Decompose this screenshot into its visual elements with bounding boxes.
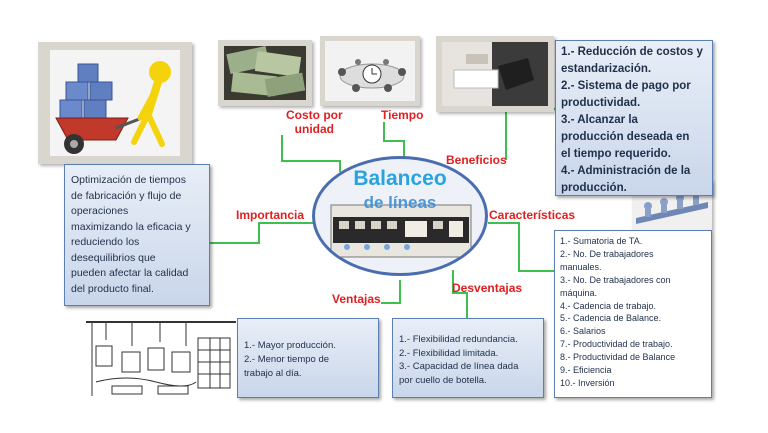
caracteristica-line: 3.- No. De trabajadores con	[560, 274, 671, 285]
caracteristica-line: máquina.	[560, 287, 598, 298]
importancia-line: maximizando la eficacia y	[71, 220, 191, 233]
line-sketch-illustration	[86, 321, 236, 396]
beneficio-line: el tiempo requerido.	[561, 148, 671, 160]
desventajas-box: 1.- Flexibilidad redundancia. 2.- Flexib…	[392, 318, 544, 398]
costo-line1: Costo por	[286, 108, 343, 122]
beneficio-line: 1.- Reducción de costos y	[561, 46, 703, 58]
caracteristicas-box: 1.- Sumatoria de TA. 2.- No. De trabajad…	[554, 230, 712, 398]
desventaja-line: 2.- Flexibilidad limitada.	[399, 347, 499, 359]
beneficio-line: 2.- Sistema de pago por	[561, 80, 691, 92]
importancia-line: pueden afectar la calidad	[71, 267, 189, 279]
importancia-line: operaciones	[71, 205, 129, 217]
branch-label-caracteristicas: Características	[489, 208, 576, 222]
beneficio-line: 4.- Administración de la	[561, 165, 691, 177]
time-meeting-image	[320, 36, 420, 106]
production-sketch-image	[86, 316, 236, 400]
business-image	[436, 36, 554, 112]
caracteristica-line: 6.- Salarios	[560, 326, 606, 337]
caracteristica-line: 2.- No. De trabajadores	[560, 248, 654, 259]
branch-label-ventajas: Ventajas	[332, 292, 381, 306]
branch-label-desventajas: Desventajas	[452, 281, 523, 295]
branch-label-tiempo: Tiempo	[381, 108, 424, 122]
caracteristica-line: 4.- Cadencia de trabajo.	[560, 300, 657, 311]
production-line-diagram	[330, 204, 472, 258]
importancia-line: Optimización de tiempos	[71, 174, 186, 186]
ventajas-box: 1.- Mayor producción. 2.- Menor tiempo d…	[237, 318, 379, 398]
caracteristica-line: 9.- Eficiencia	[560, 365, 612, 376]
central-title-line1: Balanceo	[353, 167, 447, 190]
beneficio-line: productividad.	[561, 97, 641, 109]
caracteristica-line: 5.- Cadencia de Balance.	[560, 313, 662, 324]
caracteristica-line: 10.- Inversión	[560, 377, 615, 388]
worker-wheelbarrow-image	[38, 42, 192, 164]
desventaja-line: por cuello de botella.	[399, 374, 487, 386]
desventaja-line: 1.- Flexibilidad redundancia.	[399, 334, 518, 345]
beneficios-box: 1.- Reducción de costos y estandarizació…	[555, 40, 713, 196]
ventaja-line: 1.- Mayor producción.	[244, 340, 336, 351]
branch-label-costo-unidad: Costo por unidad	[286, 108, 343, 136]
importancia-line: desequilibrios que	[71, 251, 156, 264]
costo-line2: unidad	[294, 122, 334, 136]
wheelbarrow-illustration	[50, 50, 180, 156]
ventaja-line: trabajo al día.	[244, 368, 302, 379]
importancia-line: reduciendo los	[71, 236, 140, 248]
desventaja-line: 3.- Capacidad de línea dada	[399, 361, 519, 372]
beneficio-line: producción deseada en	[561, 131, 690, 143]
beneficio-line: 3.- Alcanzar la	[561, 114, 638, 126]
central-topic-ellipse: Balanceo de líneas	[312, 156, 488, 276]
business-illustration	[442, 42, 548, 106]
money-illustration	[224, 46, 306, 100]
beneficio-line: producción.	[561, 182, 627, 194]
clock-table-illustration	[325, 41, 415, 101]
importancia-line: de fabricación y flujo de	[71, 189, 182, 202]
caracteristica-line: 8.- Productividad de Balance	[560, 352, 676, 363]
branch-label-beneficios: Beneficios	[446, 153, 507, 167]
money-image	[218, 40, 312, 106]
importancia-line: del producto final.	[71, 282, 154, 295]
branch-label-importancia: Importancia	[236, 208, 305, 222]
beneficio-line: estandarización.	[561, 63, 652, 75]
ventaja-line: 2.- Menor tiempo de	[244, 354, 330, 365]
central-title-line2: de líneas	[363, 193, 437, 212]
importancia-box: Optimización de tiempos de fabricación y…	[64, 164, 210, 306]
caracteristica-line: manuales.	[560, 261, 602, 272]
caracteristica-line: 7.- Productividad de trabajo.	[560, 339, 673, 350]
caracteristica-line: 1.- Sumatoria de TA.	[560, 236, 643, 246]
